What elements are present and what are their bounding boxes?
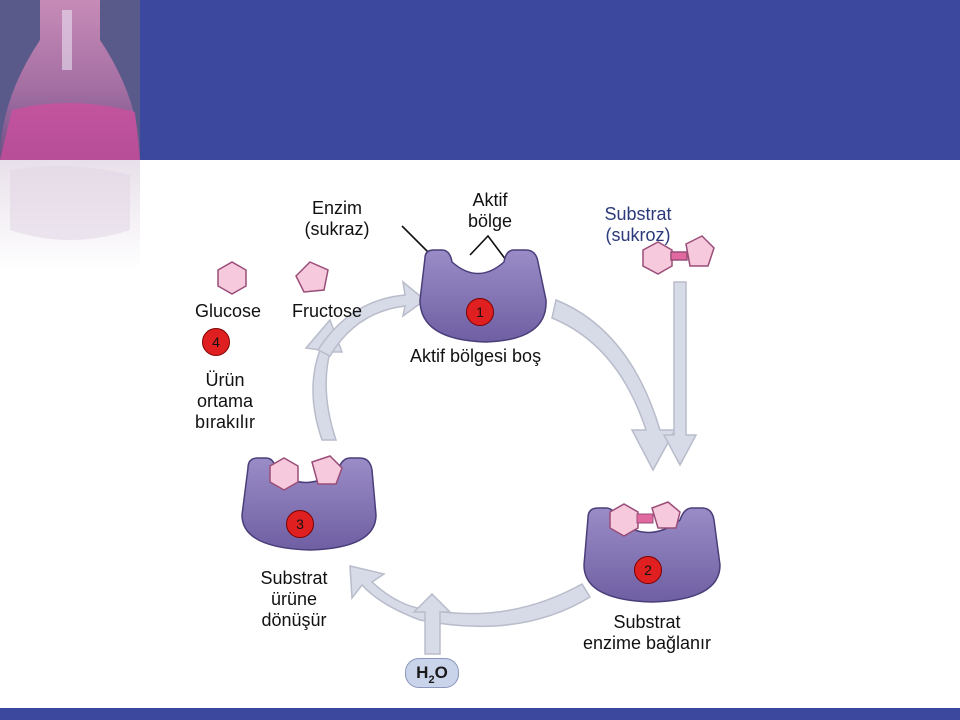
step-badge-3: 3 bbox=[286, 510, 314, 538]
enzyme-label-line2: (sukraz) bbox=[304, 219, 370, 239]
water-subscript: 2 bbox=[428, 674, 435, 686]
enzyme-substrate-bound bbox=[583, 501, 721, 603]
step4-caption-line3: bırakılır bbox=[194, 412, 255, 432]
step3-caption-line3: dönüşür bbox=[261, 610, 327, 630]
step3-caption-line1: Substrat bbox=[260, 568, 328, 588]
water-badge: H2O bbox=[405, 658, 459, 688]
glucose-molecule bbox=[217, 261, 247, 295]
pointer-lines bbox=[401, 225, 507, 261]
enzyme-label: Enzim (sukraz) bbox=[300, 198, 374, 240]
substrate-label-line2: (sukroz) bbox=[605, 225, 671, 245]
step1-caption: Aktif bölgesi boş bbox=[410, 346, 542, 366]
water-o: O bbox=[434, 663, 448, 682]
step4-caption: Ürün ortama bırakılır bbox=[186, 370, 264, 433]
step3-caption-line2: ürüne bbox=[270, 589, 318, 609]
cycle-arrows bbox=[304, 280, 698, 655]
substrate-label-line1: Substrat bbox=[604, 204, 672, 224]
substrate-sucrose bbox=[642, 235, 715, 275]
step-badge-1: 1 bbox=[466, 298, 494, 326]
step-badge-2: 2 bbox=[634, 556, 662, 584]
active-site-label-line2: bölge bbox=[467, 211, 513, 231]
step2-caption-line2: enzime bağlanır bbox=[582, 633, 712, 653]
substrate-label: Substrat (sukroz) bbox=[596, 204, 680, 246]
active-site-label-line1: Aktif bbox=[472, 190, 508, 210]
step2-caption-line1: Substrat bbox=[613, 612, 681, 632]
glucose-label: Glucose bbox=[195, 301, 262, 321]
step4-caption-line2: ortama bbox=[196, 391, 254, 411]
step-badge-4: 4 bbox=[202, 328, 230, 356]
water-h: H bbox=[416, 663, 429, 682]
fructose-molecule bbox=[295, 261, 329, 293]
step2-caption: Substrat enzime bağlanır bbox=[572, 612, 722, 654]
active-site-label: Aktif bölge bbox=[458, 190, 522, 232]
enzyme-label-line1: Enzim bbox=[311, 198, 362, 218]
footer-band bbox=[0, 708, 960, 720]
flask-image bbox=[0, 0, 140, 270]
header-band bbox=[0, 0, 960, 160]
enzyme-empty bbox=[419, 249, 547, 343]
step3-caption: Substrat ürüne dönüşür bbox=[252, 568, 336, 631]
fructose-label: Fructose bbox=[292, 301, 363, 321]
enzyme-converting bbox=[241, 455, 377, 551]
step4-caption-line1: Ürün bbox=[205, 370, 245, 390]
